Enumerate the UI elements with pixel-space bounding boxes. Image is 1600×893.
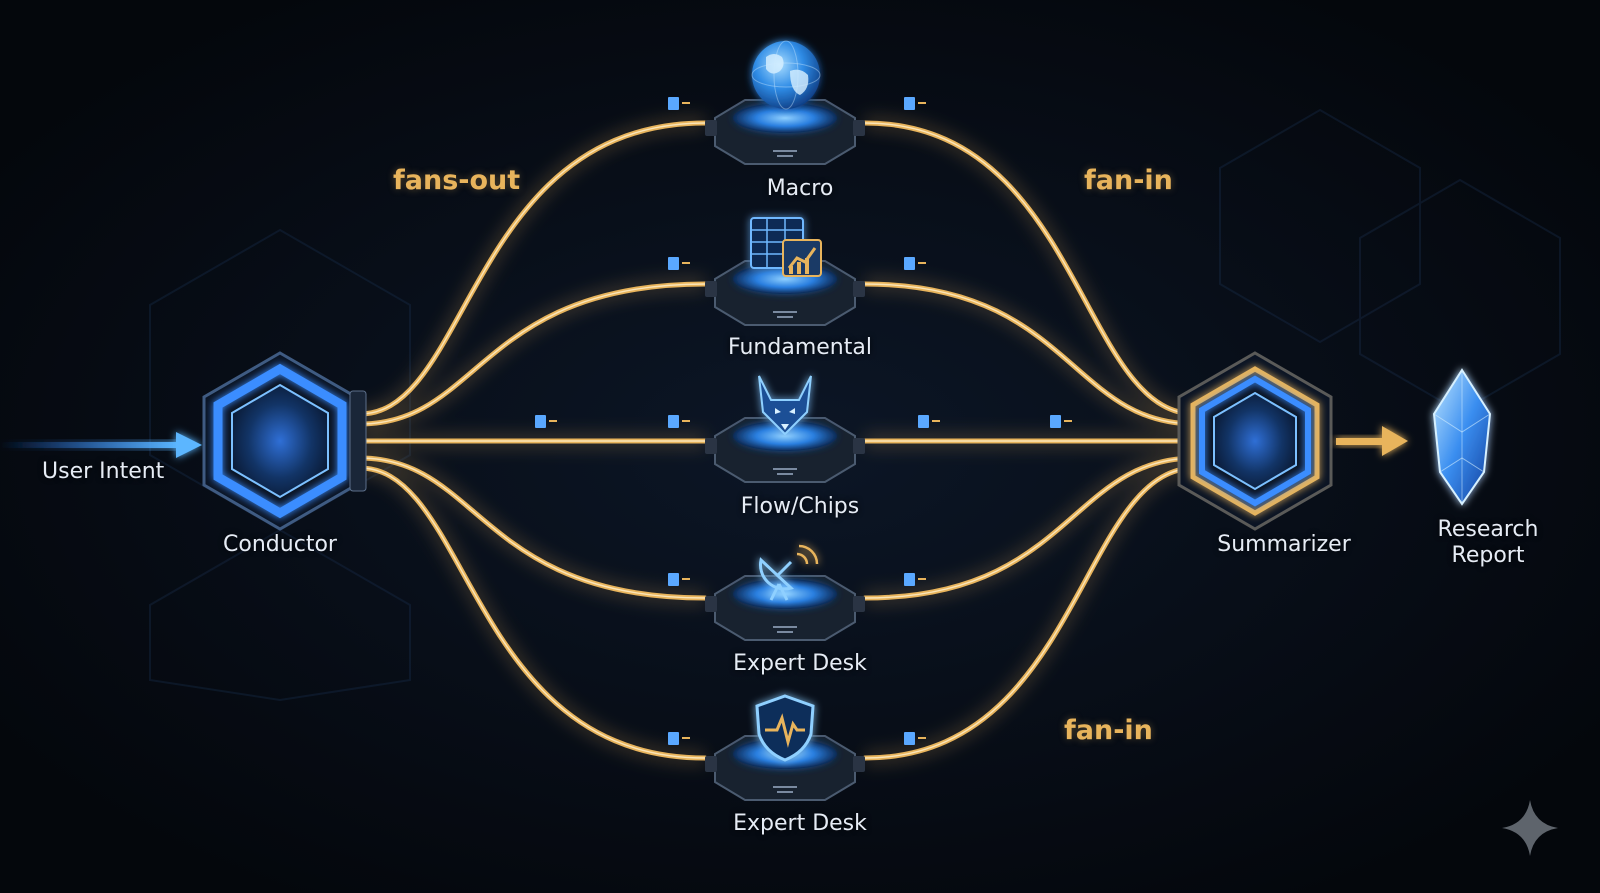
summarizer-node xyxy=(1177,351,1333,531)
document-packet-icon xyxy=(535,415,557,428)
summarizer-label: Summarizer xyxy=(1217,532,1351,557)
document-packet-icon xyxy=(668,573,690,586)
satellite-dish-icon xyxy=(759,544,819,601)
globe-icon xyxy=(751,40,821,110)
fan-in-label-bottom: fan-in xyxy=(1064,715,1153,746)
agent-platform-flowchips xyxy=(705,417,865,483)
shield-heartbeat-icon xyxy=(755,694,815,762)
agent-platform-expert-desk-2 xyxy=(705,735,865,801)
document-packet-icon xyxy=(918,415,940,428)
research-report-label-line2: Report xyxy=(1451,543,1525,568)
sparkle-icon xyxy=(1502,800,1558,856)
crystal-icon xyxy=(1432,368,1492,506)
document-packet-icon xyxy=(668,415,690,428)
conductor-node xyxy=(202,351,367,531)
agent-label-macro: Macro xyxy=(766,176,834,201)
agent-platform-macro xyxy=(705,99,865,165)
agent-platform-expert-desk-1 xyxy=(705,575,865,641)
document-packet-icon xyxy=(904,257,926,270)
chart-icon xyxy=(750,217,822,277)
document-packet-icon xyxy=(668,732,690,745)
document-packet-icon xyxy=(668,257,690,270)
agent-label-fundamental: Fundamental xyxy=(728,335,872,360)
conductor-label: Conductor xyxy=(223,532,337,557)
fan-out-label: fans-out xyxy=(393,165,521,196)
document-packet-icon xyxy=(1050,415,1072,428)
user-intent-label: User Intent xyxy=(42,459,165,484)
document-packet-icon xyxy=(904,732,926,745)
pipe-network xyxy=(357,115,1198,766)
agent-label-expert-desk-2: Expert Desk xyxy=(733,811,867,836)
document-packet-icon xyxy=(668,97,690,110)
document-packet-icon xyxy=(904,573,926,586)
document-packet-icon xyxy=(904,97,926,110)
wolf-icon xyxy=(758,375,812,436)
user-intent-arrow xyxy=(0,432,202,458)
data-packets xyxy=(535,97,1072,745)
agent-label-expert-desk-1: Expert Desk xyxy=(733,651,867,676)
output-arrow xyxy=(1336,426,1408,456)
fan-in-label-top: fan-in xyxy=(1084,165,1173,196)
agent-label-flowchips: Flow/Chips xyxy=(740,494,860,519)
research-report-label-line1: Research xyxy=(1437,517,1539,542)
